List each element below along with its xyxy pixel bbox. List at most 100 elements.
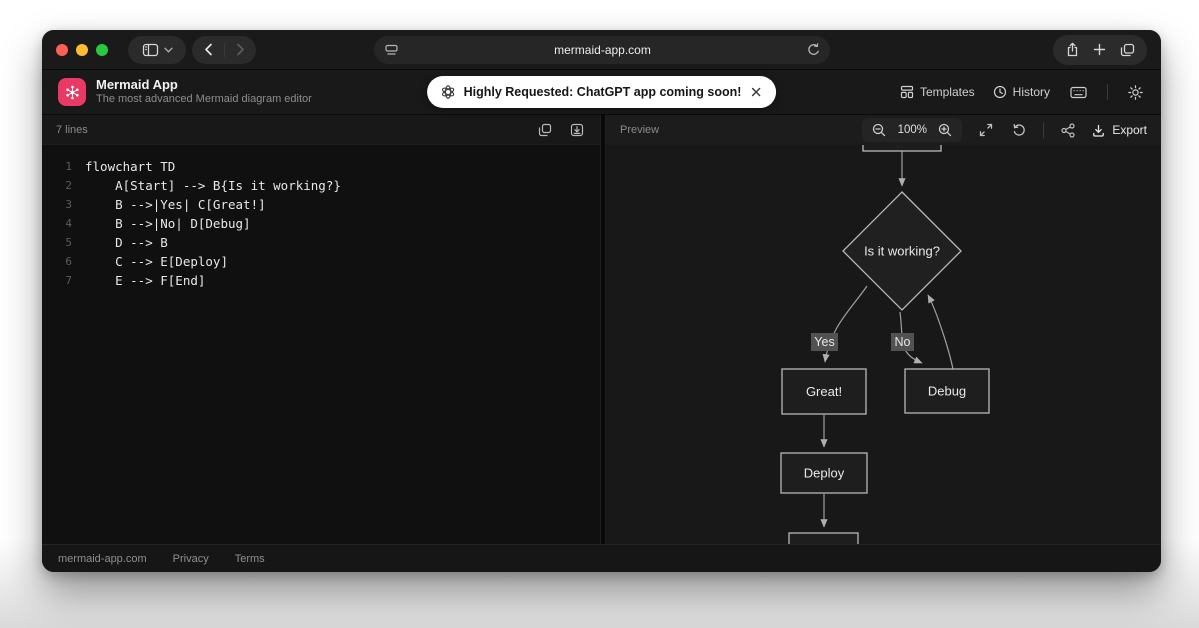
node-great-label: Great! bbox=[806, 384, 842, 399]
browser-window: mermaid-app.com bbox=[42, 30, 1161, 572]
line-text: B -->|Yes| C[Great!] bbox=[85, 197, 266, 212]
theme-toggle-button[interactable] bbox=[1126, 83, 1145, 102]
zoom-out-button[interactable] bbox=[870, 121, 888, 139]
line-number: 6 bbox=[65, 255, 72, 268]
chevron-down-icon bbox=[163, 47, 173, 53]
node-debug[interactable] bbox=[904, 368, 990, 414]
nav-divider bbox=[223, 42, 225, 57]
edge-label-no: No bbox=[895, 335, 911, 349]
window-actions bbox=[1053, 34, 1147, 65]
announcement-banner[interactable]: Highly Requested: ChatGPT app coming soo… bbox=[426, 76, 777, 108]
node-question[interactable] bbox=[842, 191, 962, 311]
line-number: 2 bbox=[65, 179, 72, 192]
code-line[interactable]: 4 B -->|No| D[Debug] bbox=[42, 214, 600, 233]
keyboard-icon bbox=[1070, 86, 1087, 98]
node-end[interactable] bbox=[788, 532, 859, 544]
zoom-out-icon bbox=[873, 123, 886, 137]
line-number: 4 bbox=[65, 217, 72, 230]
line-text: C --> E[Deploy] bbox=[85, 254, 228, 269]
clock-icon bbox=[993, 85, 1007, 99]
code-line[interactable]: 2 A[Start] --> B{Is it working?} bbox=[42, 176, 600, 195]
forward-button[interactable] bbox=[225, 42, 256, 58]
browser-toolbar: mermaid-app.com bbox=[42, 30, 1161, 70]
nav-buttons bbox=[192, 35, 256, 64]
code-line[interactable]: 3 B -->|Yes| C[Great!] bbox=[42, 195, 600, 214]
refresh-icon bbox=[1013, 123, 1026, 136]
fullscreen-icon bbox=[980, 123, 993, 137]
network-icon bbox=[65, 85, 79, 99]
node-deploy[interactable] bbox=[780, 452, 868, 494]
preview-label: Preview bbox=[620, 124, 660, 136]
banner-text: Highly Requested: ChatGPT app coming soo… bbox=[463, 85, 742, 99]
zoom-window-button[interactable] bbox=[96, 43, 108, 56]
edge-debug-question bbox=[927, 294, 954, 370]
export-button[interactable]: Export bbox=[1092, 123, 1147, 137]
history-label: History bbox=[1012, 85, 1050, 99]
edge-label-yes: Yes bbox=[814, 335, 834, 349]
node-deploy-label: Deploy bbox=[804, 466, 845, 481]
mermaid-flowchart: Yes No Is it working? Great! Debug Deplo… bbox=[780, 145, 990, 544]
templates-icon bbox=[900, 85, 914, 99]
node-start[interactable] bbox=[862, 145, 942, 152]
zoom-in-button[interactable] bbox=[936, 121, 954, 139]
app-tagline: The most advanced Mermaid diagram editor bbox=[96, 93, 312, 106]
copy-code-button[interactable] bbox=[536, 121, 554, 139]
diagram-canvas[interactable]: Yes No Is it working? Great! Debug Deplo… bbox=[606, 145, 1161, 544]
preview-tools-divider bbox=[1043, 122, 1045, 138]
app-header: Mermaid App The most advanced Mermaid di… bbox=[42, 70, 1161, 115]
app-title: Mermaid App bbox=[96, 77, 178, 92]
templates-label: Templates bbox=[919, 85, 975, 99]
line-count-label: 7 lines bbox=[56, 123, 88, 136]
fullscreen-button[interactable] bbox=[977, 121, 995, 139]
refresh-preview-button[interactable] bbox=[1010, 121, 1028, 139]
share-icon[interactable] bbox=[1066, 42, 1079, 58]
reader-view-icon[interactable] bbox=[384, 43, 399, 57]
minimize-window-button[interactable] bbox=[76, 43, 88, 56]
share-diagram-button[interactable] bbox=[1059, 121, 1077, 140]
editor-header: 7 lines bbox=[42, 115, 600, 145]
line-text: D --> B bbox=[85, 235, 168, 250]
line-text: E --> F[End] bbox=[85, 273, 206, 288]
url-text[interactable]: mermaid-app.com bbox=[554, 43, 651, 57]
line-number: 3 bbox=[65, 198, 72, 211]
code-line[interactable]: 7 E --> F[End] bbox=[42, 271, 600, 290]
header-divider bbox=[1107, 84, 1108, 100]
back-button[interactable] bbox=[193, 42, 224, 58]
line-number: 1 bbox=[65, 160, 72, 173]
templates-button[interactable]: Templates bbox=[900, 85, 975, 99]
history-button[interactable]: History bbox=[993, 85, 1050, 99]
code-line[interactable]: 6 C --> E[Deploy] bbox=[42, 252, 600, 271]
save-code-button[interactable] bbox=[568, 121, 586, 139]
copy-icon bbox=[538, 123, 552, 136]
footer-link-privacy[interactable]: Privacy bbox=[172, 552, 209, 565]
node-great[interactable] bbox=[781, 368, 867, 415]
footer-domain: mermaid-app.com bbox=[58, 552, 147, 565]
pane-resize-handle[interactable] bbox=[600, 115, 606, 544]
tab-overview-icon[interactable] bbox=[1120, 43, 1135, 57]
line-text: B -->|No| D[Debug] bbox=[85, 216, 251, 231]
traffic-lights bbox=[56, 43, 108, 56]
node-question-label: Is it working? bbox=[864, 244, 940, 259]
zoom-controls: 100% bbox=[862, 118, 963, 142]
address-bar[interactable]: mermaid-app.com bbox=[373, 36, 830, 64]
export-label: Export bbox=[1112, 123, 1147, 137]
edge-question-great bbox=[822, 285, 868, 363]
footer-link-terms[interactable]: Terms bbox=[234, 552, 265, 565]
sidebar-toggle-button[interactable] bbox=[128, 35, 186, 64]
line-number: 7 bbox=[65, 274, 72, 287]
edge-label-yes-bg bbox=[811, 333, 838, 351]
header-actions: Templates History bbox=[900, 83, 1145, 102]
save-icon bbox=[570, 123, 584, 136]
close-window-button[interactable] bbox=[56, 43, 68, 56]
banner-close-button[interactable] bbox=[749, 85, 763, 99]
edge-label-no-bg bbox=[891, 333, 914, 351]
keyboard-shortcuts-button[interactable] bbox=[1068, 84, 1089, 101]
app-logo[interactable] bbox=[58, 78, 86, 106]
share-nodes-icon bbox=[1061, 122, 1075, 138]
code-line[interactable]: 5 D --> B bbox=[42, 233, 600, 252]
new-tab-icon[interactable] bbox=[1093, 43, 1106, 56]
reload-icon[interactable] bbox=[807, 43, 820, 57]
